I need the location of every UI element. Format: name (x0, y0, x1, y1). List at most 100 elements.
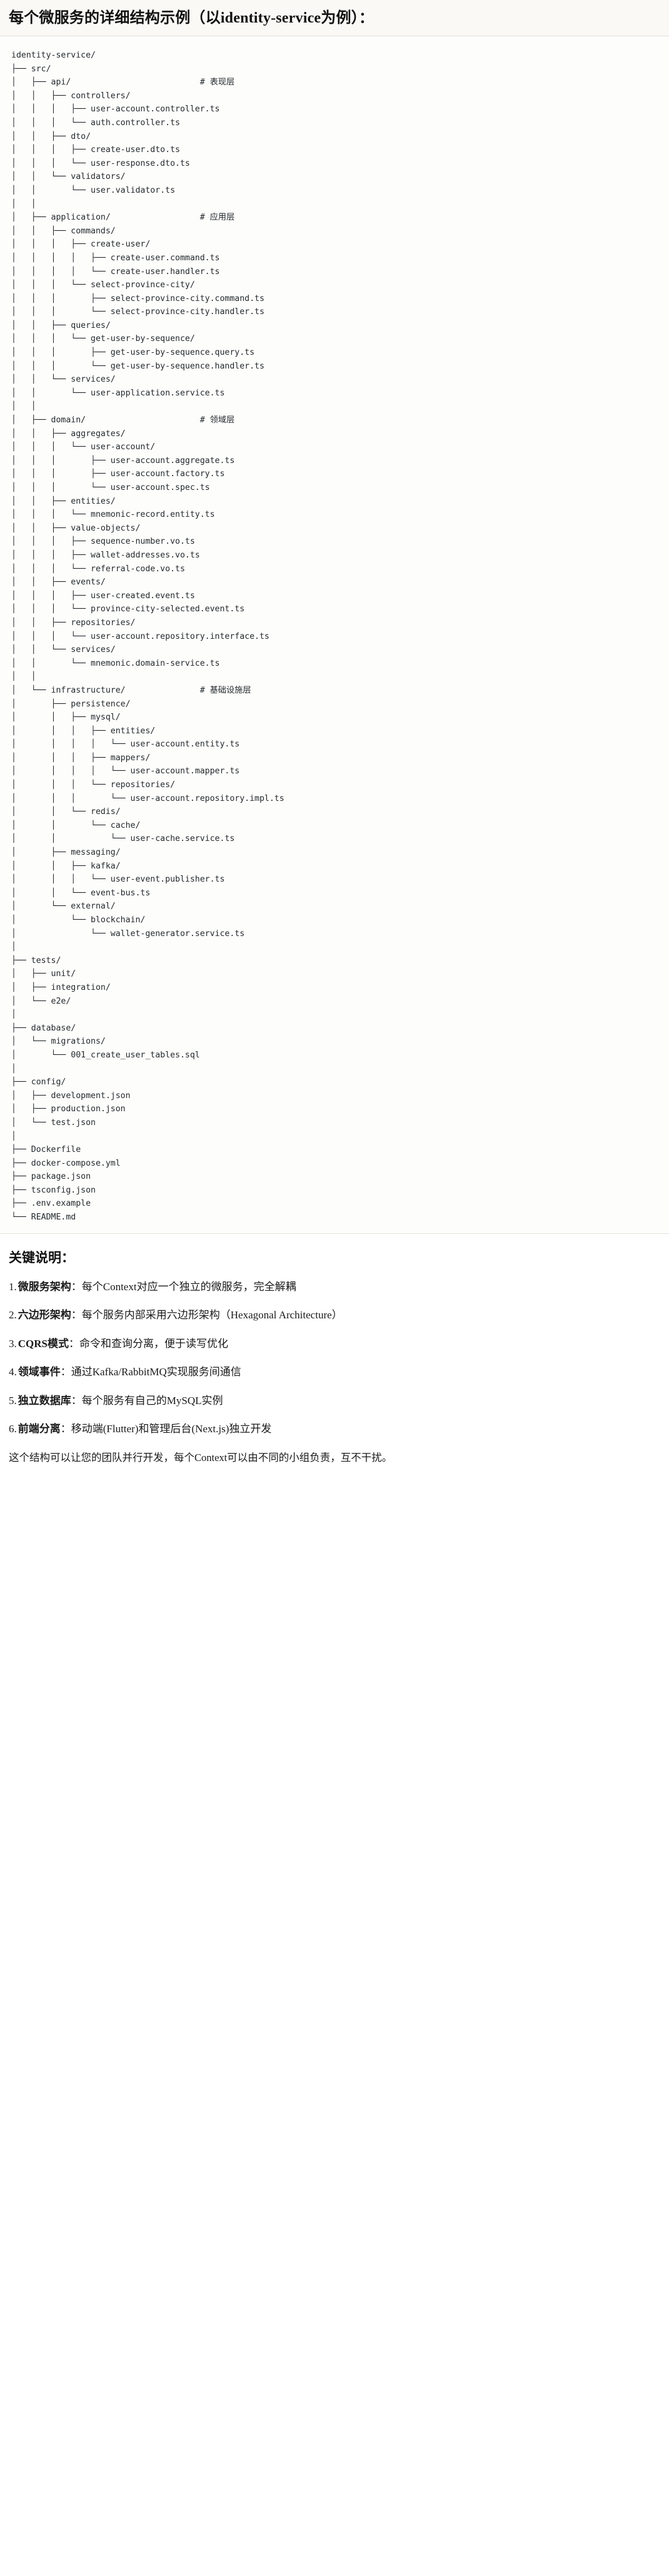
tree-line: │ (11, 1131, 16, 1141)
tree-line: │ │ ├── events/ (11, 578, 106, 588)
tree-line: └── README.md (11, 1213, 76, 1223)
tree-line: │ ├── domain/ # 领域层 (11, 415, 235, 425)
tree-line: │ ├── unit/ (11, 969, 76, 979)
key-note-lead: 六边形架构 (18, 1309, 71, 1321)
tree-line: │ │ ├── queries/ (11, 320, 111, 330)
key-note-text: ：每个服务有自己的MySQL实例 (71, 1394, 223, 1407)
tree-line: │ │ ├── dto/ (11, 131, 91, 141)
key-note-text: ：每个Context对应一个独立的微服务，完全解耦 (71, 1280, 296, 1293)
tree-line: │ │ │ └── get-user-by-sequence/ (11, 334, 195, 344)
key-note-lead: 前端分离 (18, 1423, 61, 1435)
tree-line: │ │ └── mnemonic.domain-service.ts (11, 658, 220, 668)
tree-line: │ │ ├── aggregates/ (11, 429, 126, 439)
key-note-text: ：每个服务内部采用六边形架构（Hexagonal Architecture） (71, 1309, 343, 1321)
tree-line: │ │ │ └── province-city-selected.event.t… (11, 604, 245, 614)
tree-line: │ │ │ └── user-account.spec.ts (11, 483, 210, 492)
tree-line: │ │ │ ├── sequence-number.vo.ts (11, 537, 195, 547)
tree-line: │ │ (11, 199, 36, 209)
tree-line: ├── database/ (11, 1023, 76, 1033)
tree-line: │ │ │ ├── create-user.dto.ts (11, 145, 180, 155)
tree-line: │ │ │ ├── user-account.aggregate.ts (11, 456, 235, 466)
key-note-lead: CQRS模式 (18, 1337, 69, 1350)
tree-line: │ │ (11, 672, 36, 682)
tree-line: ├── config/ (11, 1077, 66, 1087)
tree-line: │ │ └── event-bus.ts (11, 888, 151, 898)
tree-line: │ │ │ ├── create-user/ (11, 240, 151, 250)
tree-line: │ └── e2e/ (11, 996, 71, 1006)
tree-line: │ │ └── redis/ (11, 807, 121, 817)
key-note-lead: 微服务架构 (18, 1280, 71, 1293)
directory-tree: identity-service/├── src/│ ├── api/ # 表现… (0, 49, 669, 1224)
tree-line: │ (11, 942, 16, 952)
key-note-item: 六边形架构：每个服务内部采用六边形架构（Hexagonal Architectu… (9, 1307, 660, 1323)
tree-line: │ │ │ └── auth.controller.ts (11, 118, 180, 128)
tree-line: │ │ └── validators/ (11, 172, 126, 182)
tree-line: │ ├── messaging/ (11, 848, 121, 858)
key-note-text: ：通过Kafka/RabbitMQ实现服务间通信 (60, 1366, 241, 1378)
tree-line: │ │ └── services/ (11, 375, 116, 385)
tree-line: │ └── test.json (11, 1117, 96, 1128)
directory-tree-block: identity-service/├── src/│ ├── api/ # 表现… (0, 36, 669, 1233)
closing-paragraph: 这个结构可以让您的团队并行开发，每个Context可以由不同的小组负责，互不干扰… (9, 1451, 393, 1464)
key-note-item: 前端分离：移动端(Flutter)和管理后台(Next.js)独立开发 (9, 1421, 660, 1437)
tree-line: identity-service/ (11, 51, 96, 60)
tree-comment: # 表现层 (199, 78, 235, 88)
page-root: 每个微服务的详细结构示例（以identity-service为例）： ident… (0, 0, 669, 1477)
tree-line: │ │ │ └── repositories/ (11, 780, 176, 790)
tree-line: │ │ │ └── referral-code.vo.ts (11, 564, 185, 574)
tree-line: │ │ │ ├── user-account.controller.ts (11, 104, 220, 115)
tree-line: │ │ │ │ └── create-user.handler.ts (11, 267, 220, 277)
tree-line: │ ├── production.json (11, 1104, 126, 1114)
tree-comment: # 基础设施层 (199, 685, 251, 695)
tree-line: ├── .env.example (11, 1199, 91, 1209)
tree-line: │ │ │ ├── user-account.factory.ts (11, 469, 225, 479)
key-notes-section: 关键说明： 微服务架构：每个Context对应一个独立的微服务，完全解耦六边形架… (0, 1233, 669, 1477)
tree-line: │ (11, 1010, 16, 1020)
title-band: 每个微服务的详细结构示例（以identity-service为例）： (0, 0, 669, 36)
tree-line: │ └── wallet-generator.service.ts (11, 929, 245, 939)
key-note-text: ：命令和查询分离，便于读写优化 (68, 1337, 228, 1350)
tree-line: │ ├── integration/ (11, 982, 111, 992)
tree-line: ├── tsconfig.json (11, 1185, 96, 1195)
tree-line: │ │ │ ├── user-created.event.ts (11, 591, 195, 601)
tree-line: │ │ │ └── user-event.publisher.ts (11, 875, 225, 885)
tree-line: │ │ ├── repositories/ (11, 618, 136, 628)
key-note-item: 独立数据库：每个服务有自己的MySQL实例 (9, 1393, 660, 1409)
tree-line: │ │ │ └── select-province-city/ (11, 280, 195, 290)
tree-line: │ │ └── services/ (11, 645, 116, 655)
tree-line: │ │ └── user-application.service.ts (11, 388, 225, 398)
tree-line: │ │ └── cache/ (11, 820, 141, 830)
tree-line: │ ├── application/ # 应用层 (11, 213, 235, 223)
tree-line: │ │ │ │ └── user-account.mapper.ts (11, 766, 240, 776)
tree-line: │ └── external/ (11, 902, 116, 912)
tree-line: │ │ │ └── user-account/ (11, 442, 156, 452)
tree-line: ├── Dockerfile (11, 1145, 81, 1155)
tree-line: │ │ ├── value-objects/ (11, 523, 141, 533)
tree-line: │ ├── development.json (11, 1091, 131, 1101)
tree-line: │ ├── persistence/ (11, 699, 131, 709)
tree-line: ├── package.json (11, 1172, 91, 1182)
tree-line: │ └── migrations/ (11, 1037, 106, 1047)
tree-line: │ │ │ ├── get-user-by-sequence.query.ts (11, 348, 255, 358)
tree-line: │ │ (11, 402, 36, 412)
tree-comment: # 领域层 (199, 415, 235, 425)
tree-line: │ └── blockchain/ (11, 915, 146, 925)
tree-line: │ │ │ └── select-province-city.handler.t… (11, 307, 264, 317)
key-note-text: ：移动端(Flutter)和管理后台(Next.js)独立开发 (60, 1423, 272, 1435)
tree-line: │ │ ├── commands/ (11, 226, 116, 236)
key-note-lead: 独立数据库 (18, 1394, 71, 1407)
tree-line: │ │ │ ├── select-province-city.command.t… (11, 293, 264, 303)
tree-line: ├── tests/ (11, 955, 61, 965)
key-notes-list: 微服务架构：每个Context对应一个独立的微服务，完全解耦六边形架构：每个服务… (9, 1279, 660, 1437)
tree-line: │ │ │ └── user-account.repository.interf… (11, 631, 269, 641)
key-note-item: CQRS模式：命令和查询分离，便于读写优化 (9, 1336, 660, 1352)
tree-line: │ (11, 1064, 16, 1074)
tree-line: │ │ └── user-cache.service.ts (11, 834, 235, 844)
tree-line: │ └── infrastructure/ # 基础设施层 (11, 685, 251, 695)
tree-line: │ │ │ └── user-account.repository.impl.t… (11, 793, 284, 803)
tree-line: │ │ │ ├── entities/ (11, 726, 156, 736)
key-note-item: 微服务架构：每个Context对应一个独立的微服务，完全解耦 (9, 1279, 660, 1295)
tree-line: ├── src/ (11, 64, 51, 74)
tree-line: │ │ │ └── get-user-by-sequence.handler.t… (11, 361, 264, 371)
tree-line: │ │ │ │ └── user-account.entity.ts (11, 740, 240, 750)
